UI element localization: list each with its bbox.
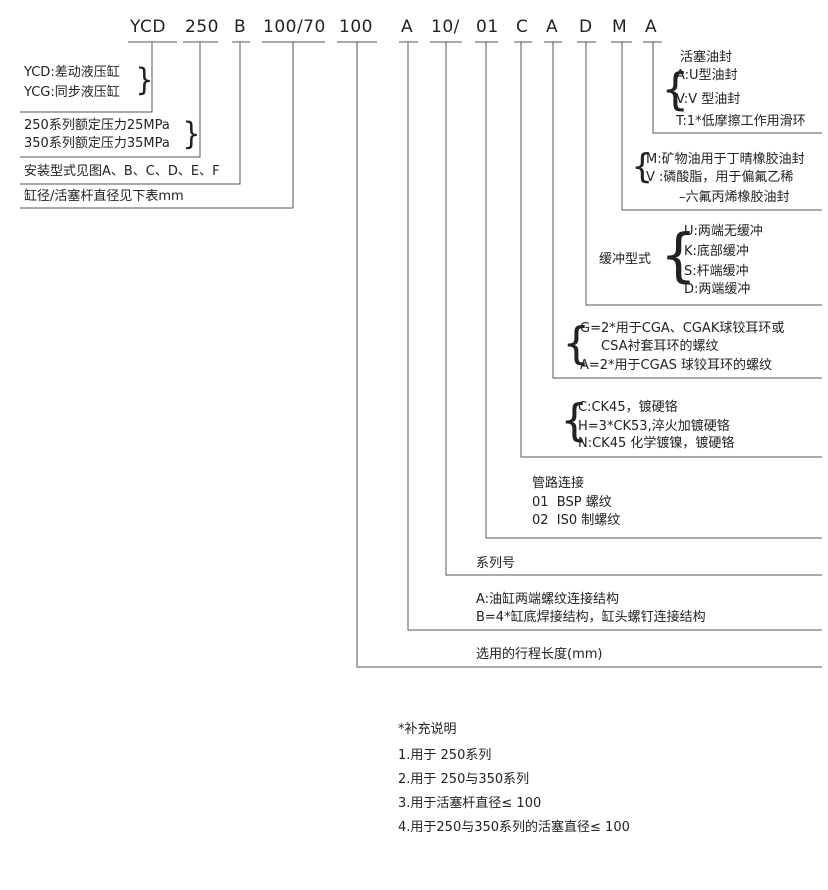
connector-pipe bbox=[485, 42, 822, 539]
seal-material-item: M:矿物油用于丁晴橡胶油封 bbox=[646, 152, 805, 167]
code-segment: M bbox=[612, 17, 628, 37]
brace-left-icon: { bbox=[632, 147, 653, 187]
cylinder-type-item: YCD:差动液压缸 bbox=[24, 65, 120, 80]
cushion-item: K:底部缓冲 bbox=[684, 244, 749, 259]
code-segment: YCD bbox=[130, 17, 166, 37]
code-segment: 01 bbox=[476, 17, 499, 37]
structure-item: B=4*缸底焊接结构，缸头螺钉连接结构 bbox=[476, 610, 706, 625]
code-segment: D bbox=[579, 17, 593, 37]
brace-right-icon: } bbox=[183, 115, 200, 152]
pipe-title: 管路连接 bbox=[532, 476, 585, 491]
series-no-label: 系列号 bbox=[476, 556, 516, 571]
note-item: 3.用于活塞杆直径≤ 100 bbox=[398, 796, 542, 811]
thread-item: A=2*用于CGAS 球铰耳环的螺纹 bbox=[580, 358, 772, 373]
brace-right-icon: } bbox=[136, 61, 153, 98]
seal-material-item: V :磷酸脂，用于偏氟乙稀 bbox=[646, 170, 794, 185]
note-item: 1.用于 250系列 bbox=[398, 748, 492, 763]
thread-item: CSA衬套耳环的螺纹 bbox=[601, 339, 719, 354]
code-segment: A bbox=[546, 17, 559, 37]
code-segment: A bbox=[645, 17, 658, 37]
code-segment: C bbox=[516, 17, 529, 37]
structure-item: A:油缸两端螺纹连接结构 bbox=[476, 592, 620, 607]
note-item: 2.用于 250与350系列 bbox=[398, 772, 530, 787]
piston-seal-title: 活塞油封 bbox=[680, 50, 733, 65]
brace-left-icon: { bbox=[563, 318, 590, 369]
piston-seal-item: T:1*低摩擦工作用滑环 bbox=[676, 114, 806, 129]
series-item: 250系列额定压力25MPa bbox=[24, 118, 170, 133]
piston-seal-item: V:V 型油封 bbox=[676, 92, 741, 107]
cushion-item: S:杆端缓冲 bbox=[684, 264, 749, 279]
connector-cushion bbox=[585, 42, 822, 306]
brace-left-icon: { bbox=[561, 395, 588, 446]
mounting-label: 安装型式见图A、B、C、D、E、F bbox=[24, 164, 220, 179]
connector-piston-seal bbox=[652, 42, 822, 134]
pipe-item: 02 IS0 制螺纹 bbox=[532, 513, 621, 528]
pipe-item: 01 BSP 螺纹 bbox=[532, 495, 612, 510]
rod-material-item: N:CK45 化学镀镍，镀硬铬 bbox=[578, 436, 735, 451]
connector-thread bbox=[552, 42, 822, 379]
connector-stroke bbox=[356, 42, 822, 668]
code-segment: 10/ bbox=[431, 17, 460, 37]
code-segment: A bbox=[401, 17, 414, 37]
rod-material-item: H=3*CK53,淬火加镀硬铬 bbox=[578, 419, 730, 434]
bore-rod-label: 缸径/活塞杆直径见下表mm bbox=[24, 189, 184, 204]
rod-material-item: C:CK45，镀硬铬 bbox=[578, 400, 678, 415]
piston-seal-item: A:U型油封 bbox=[676, 68, 738, 83]
connector-series bbox=[20, 42, 201, 158]
connector-seal-material bbox=[621, 42, 822, 211]
series-item: 350系列额定压力35MPa bbox=[24, 136, 170, 151]
brace-left-icon: { bbox=[661, 221, 696, 289]
stroke-label: 选用的行程长度(mm) bbox=[476, 647, 603, 662]
code-segment: 100/70 bbox=[263, 17, 326, 37]
code-segment: B bbox=[234, 17, 247, 37]
code-segment: 100 bbox=[339, 17, 373, 37]
connector-structure bbox=[407, 42, 822, 631]
seal-material-item: –六氟丙烯橡胶油封 bbox=[679, 190, 790, 205]
thread-item: G=2*用于CGA、CGAK球铰耳环或 bbox=[580, 321, 785, 336]
notes-title: *补充说明 bbox=[398, 722, 457, 737]
note-item: 4.用于250与350系列的活塞直径≤ 100 bbox=[398, 820, 630, 835]
code-segment: 250 bbox=[185, 17, 219, 37]
connector-series-no bbox=[445, 42, 822, 576]
cylinder-type-item: YCG:同步液压缸 bbox=[24, 85, 120, 100]
cushion-title: 缓冲型式 bbox=[599, 252, 652, 267]
connector-cylinder-type bbox=[20, 42, 153, 113]
connector-mounting bbox=[20, 42, 241, 185]
cushion-item: U:两端无缓冲 bbox=[684, 224, 763, 239]
brace-left-icon: { bbox=[662, 64, 689, 115]
connector-rod-material bbox=[520, 42, 822, 458]
connector-bore-rod bbox=[20, 42, 294, 209]
cushion-item: D:两端缓冲 bbox=[684, 282, 751, 297]
